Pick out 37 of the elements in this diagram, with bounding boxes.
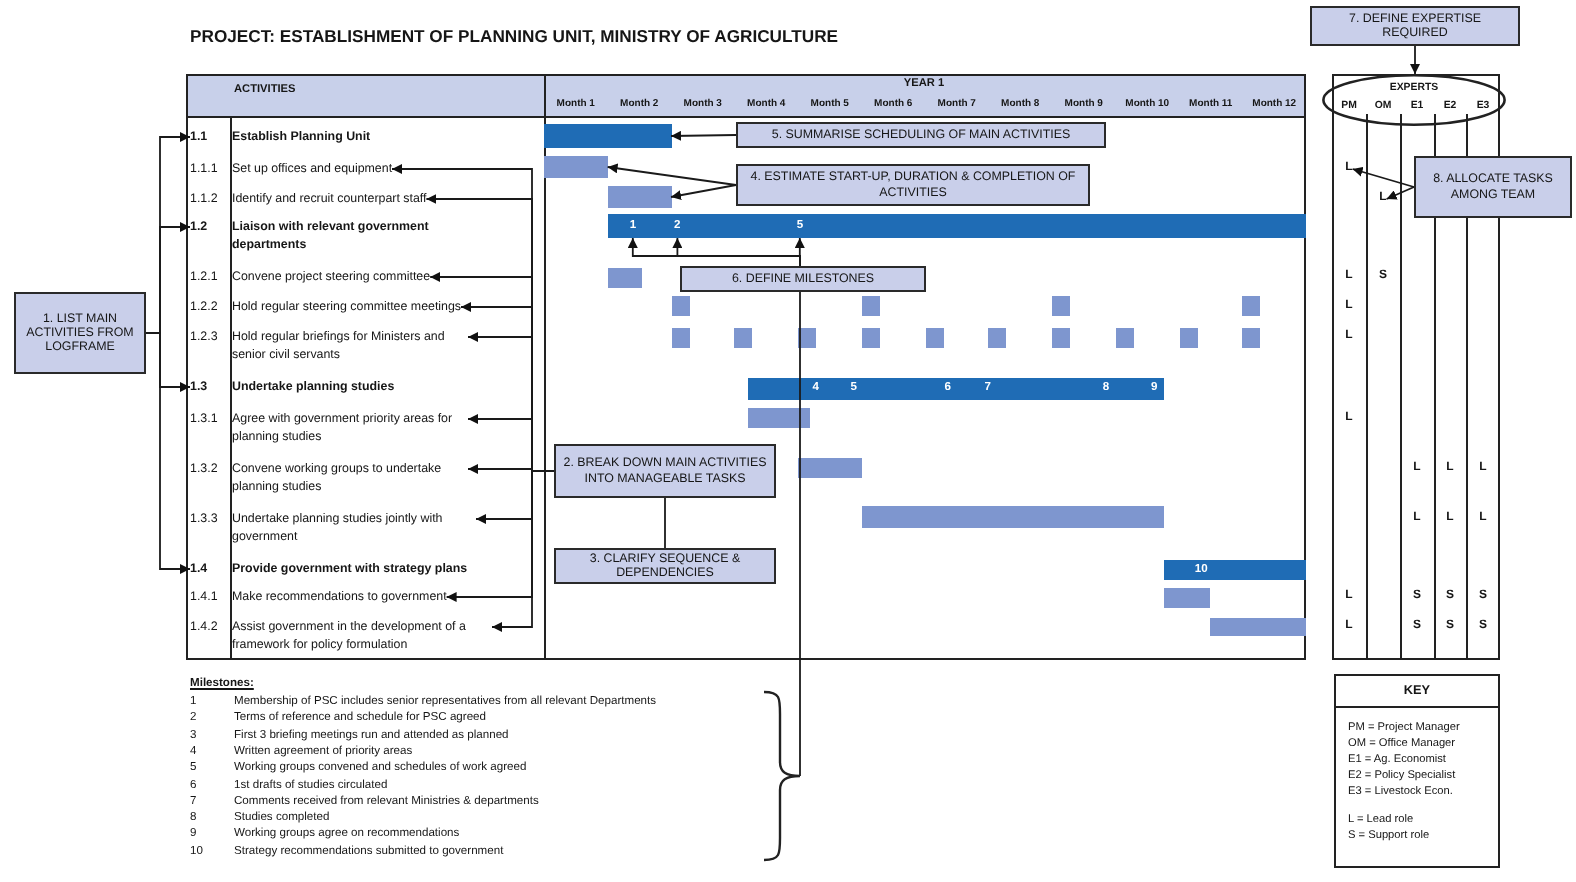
gantt-bar <box>1163 560 1306 580</box>
schedule-block <box>1242 296 1261 316</box>
schedule-block <box>1115 328 1134 348</box>
schedule-block <box>671 296 689 316</box>
schedule-block <box>925 328 943 348</box>
schedule-block <box>1179 328 1197 348</box>
arrow <box>670 130 737 141</box>
gantt-bar <box>607 186 671 208</box>
schedule-block <box>671 328 689 348</box>
gantt-bar <box>1163 588 1211 608</box>
schedule-block <box>1052 296 1070 316</box>
gantt-bar <box>747 378 1164 400</box>
arrow <box>1385 186 1415 200</box>
gantt-bar <box>747 408 811 428</box>
connector-line <box>664 497 666 549</box>
arrow <box>794 237 805 267</box>
gantt-bar <box>607 214 1306 238</box>
key-panel <box>1334 674 1500 868</box>
schedule-block <box>1242 328 1261 348</box>
gantt-bar <box>798 458 862 478</box>
schedule-block <box>861 296 880 316</box>
schedule-block <box>861 328 880 348</box>
schedule-block <box>988 328 1007 348</box>
schedule-block <box>734 328 753 348</box>
gantt-bar <box>607 268 643 288</box>
arrow <box>1351 167 1415 188</box>
chart-title: PROJECT: ESTABLISHMENT OF PLANNING UNIT, MINISTRY OF AGRICULTURE <box>190 26 839 46</box>
arrow <box>491 470 555 632</box>
connector-line <box>799 291 801 777</box>
arrow <box>1410 45 1420 75</box>
schedule-block <box>1052 328 1070 348</box>
gantt-bar <box>1210 618 1306 636</box>
gantt-bar <box>861 506 1164 528</box>
gantt-bar <box>544 124 671 148</box>
arrow <box>606 163 737 186</box>
gantt-bar <box>544 156 608 178</box>
arrow <box>670 184 737 201</box>
